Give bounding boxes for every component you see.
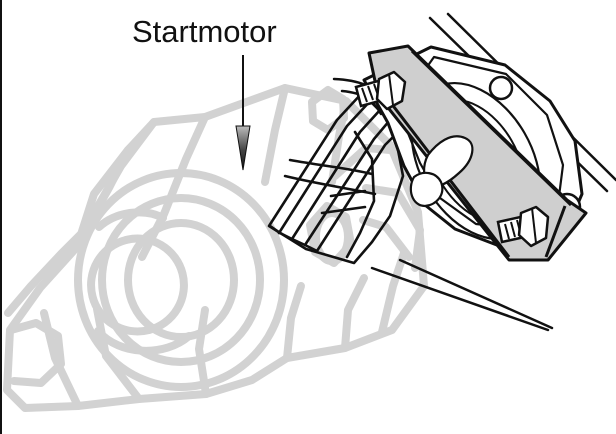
left-border-line <box>0 0 2 434</box>
cover-plate <box>367 44 588 262</box>
mount-bracket <box>267 91 405 265</box>
upper-bolt <box>354 70 407 111</box>
lower-bolt <box>496 205 550 248</box>
startmotor-label: Startmotor <box>132 14 277 49</box>
motor-ghost-outline <box>3 84 428 412</box>
pointer-arrow <box>235 55 251 171</box>
